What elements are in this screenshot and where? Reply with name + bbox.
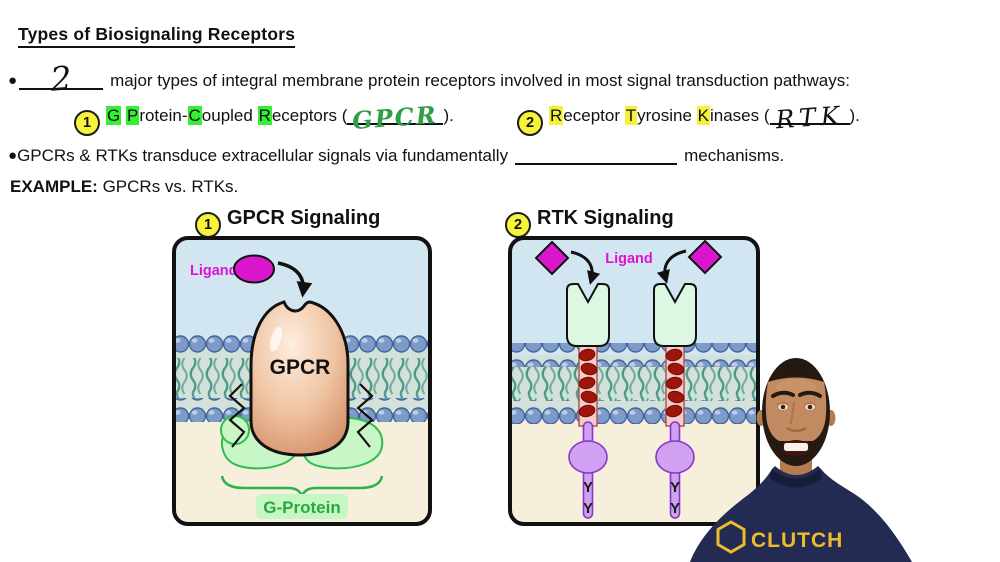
gpcr-helix-zigzag-right-icon xyxy=(356,383,374,448)
rtk-lipid-bilayer xyxy=(510,343,758,424)
item-rtk-text: inases ( xyxy=(709,106,770,125)
rtk-receptor-1: Y Y xyxy=(566,283,610,519)
clutch-logo-text: CLUTCH xyxy=(751,529,843,552)
item-rtk-text: yrosine xyxy=(637,106,697,125)
line-transduce-post: mechanisms. xyxy=(684,146,785,165)
eyebrow-right xyxy=(798,390,822,398)
fill-in-blank-gpcr[interactable]: GPCR xyxy=(347,100,444,135)
fill-in-blank-mechanisms[interactable] xyxy=(515,141,678,165)
highlight-letter-r: R xyxy=(257,106,272,125)
eye-left xyxy=(780,404,786,410)
highlight-letter-g: G xyxy=(106,106,122,125)
highlight-letter-k: K xyxy=(696,106,710,125)
gpcr-diagram-heading: 1 GPCR Signaling xyxy=(195,205,380,238)
rtk-kinase-domain-1 xyxy=(568,421,608,519)
ligand-binding-arrow-icon xyxy=(277,261,313,298)
handwritten-answer-gpcr: GPCR xyxy=(351,100,440,135)
gpcr-ligand-oval xyxy=(233,254,275,284)
tyrosine-residue-label: Y xyxy=(583,500,593,517)
rtk-heading-number-badge: 2 xyxy=(505,212,531,238)
example-text: GPCRs vs. RTKs. xyxy=(102,177,239,196)
example-label: EXAMPLE: xyxy=(10,177,98,196)
gpcr-diagram: G-Protein GPCR Ligand xyxy=(172,236,432,526)
tyrosine-residue-label: Y xyxy=(670,479,680,496)
item-gpcr-number-badge: 1 xyxy=(74,110,100,136)
presenter-head xyxy=(756,358,836,466)
gpcr-diagram-border xyxy=(172,236,432,526)
item-gpcr-text: oupled xyxy=(201,106,258,125)
eyebrow-left xyxy=(771,390,795,398)
rtk-ligand-binding-domain-2 xyxy=(653,283,697,347)
nose-bridge xyxy=(790,401,795,425)
item-rtk-number-badge: 2 xyxy=(517,110,543,136)
rtk-diagram: Y Y Y Y Ligand xyxy=(508,236,760,526)
clutch-logo: CLUTCH xyxy=(716,520,843,554)
rtk-receptor-2: Y Y xyxy=(653,283,697,519)
ligand-binding-arrow-left-icon xyxy=(570,250,601,285)
tyrosine-residue-label: Y xyxy=(670,500,680,517)
fill-in-blank-rtk[interactable]: RTK xyxy=(769,101,850,134)
nose xyxy=(786,426,807,433)
gpcr-heading-number-badge: 1 xyxy=(195,212,221,238)
rtk-ligand-diamond-right xyxy=(687,239,723,275)
gpcr-ligand-label: Ligand xyxy=(190,263,238,279)
page-title: Types of Biosignaling Receptors xyxy=(18,24,296,48)
handwritten-answer-rtk: RTK xyxy=(774,100,845,135)
item-rtk-close: ). xyxy=(849,106,860,125)
highlight-letter-c: C xyxy=(187,106,202,125)
g-protein-label-bg xyxy=(256,494,348,519)
line-transduce-pre: GPCRs & RTKs transduce extracellular sig… xyxy=(17,146,509,165)
eye-right xyxy=(807,404,813,410)
rtk-diagram-heading: 2 RTK Signaling xyxy=(505,205,674,238)
fill-in-blank-count[interactable]: 2 xyxy=(19,58,104,99)
bullet-dot: ● xyxy=(8,147,18,164)
ligand-binding-arrow-right-icon xyxy=(656,249,687,284)
line-major-types: ● 2 major types of integral membrane prote… xyxy=(8,58,850,99)
bullet-dot: ● xyxy=(8,72,18,89)
gpcr-helix-zigzag-left-icon xyxy=(228,383,246,448)
teeth xyxy=(784,443,808,451)
shirt-collar xyxy=(770,469,822,488)
gpcr-receptor: GPCR xyxy=(249,300,350,457)
highlight-letter-p: P xyxy=(125,106,140,125)
rtk-diagram-border xyxy=(508,236,760,526)
rtk-cytosol xyxy=(510,412,758,524)
item-rtk-text: eceptor xyxy=(563,106,625,125)
item-gpcr-text: eceptors ( xyxy=(271,106,348,125)
rtk-ligand-binding-domain-1 xyxy=(566,283,610,347)
g-protein-label: G-Protein xyxy=(263,498,340,517)
gpcr-heading-text: GPCR Signaling xyxy=(227,207,381,229)
example-line: EXAMPLE: GPCRs vs. RTKs. xyxy=(10,174,238,200)
item-gpcr-text: rotein- xyxy=(139,106,188,125)
rtk-ligand-label: Ligand xyxy=(605,251,653,267)
line-major-types-text: major types of integral membrane protein… xyxy=(110,71,850,90)
clutch-logo-hexagon-icon xyxy=(716,520,746,554)
rtk-heading-text: RTK Signaling xyxy=(537,207,674,229)
gpcr-receptor-label: GPCR xyxy=(270,356,331,379)
handwritten-answer-2: 2 xyxy=(49,58,73,99)
highlight-letter-t: T xyxy=(624,106,638,125)
line-transduce: ●GPCRs & RTKs transduce extracellular si… xyxy=(8,141,784,169)
presenter: CLUTCH xyxy=(690,358,912,562)
item-gpcr-close: ). xyxy=(443,106,454,125)
rtk-kinase-domain-2 xyxy=(655,421,695,519)
tyrosine-residue-label: Y xyxy=(583,479,593,496)
highlight-letter-r2: R xyxy=(549,106,564,125)
rtk-ligand-diamond-left xyxy=(534,240,570,276)
